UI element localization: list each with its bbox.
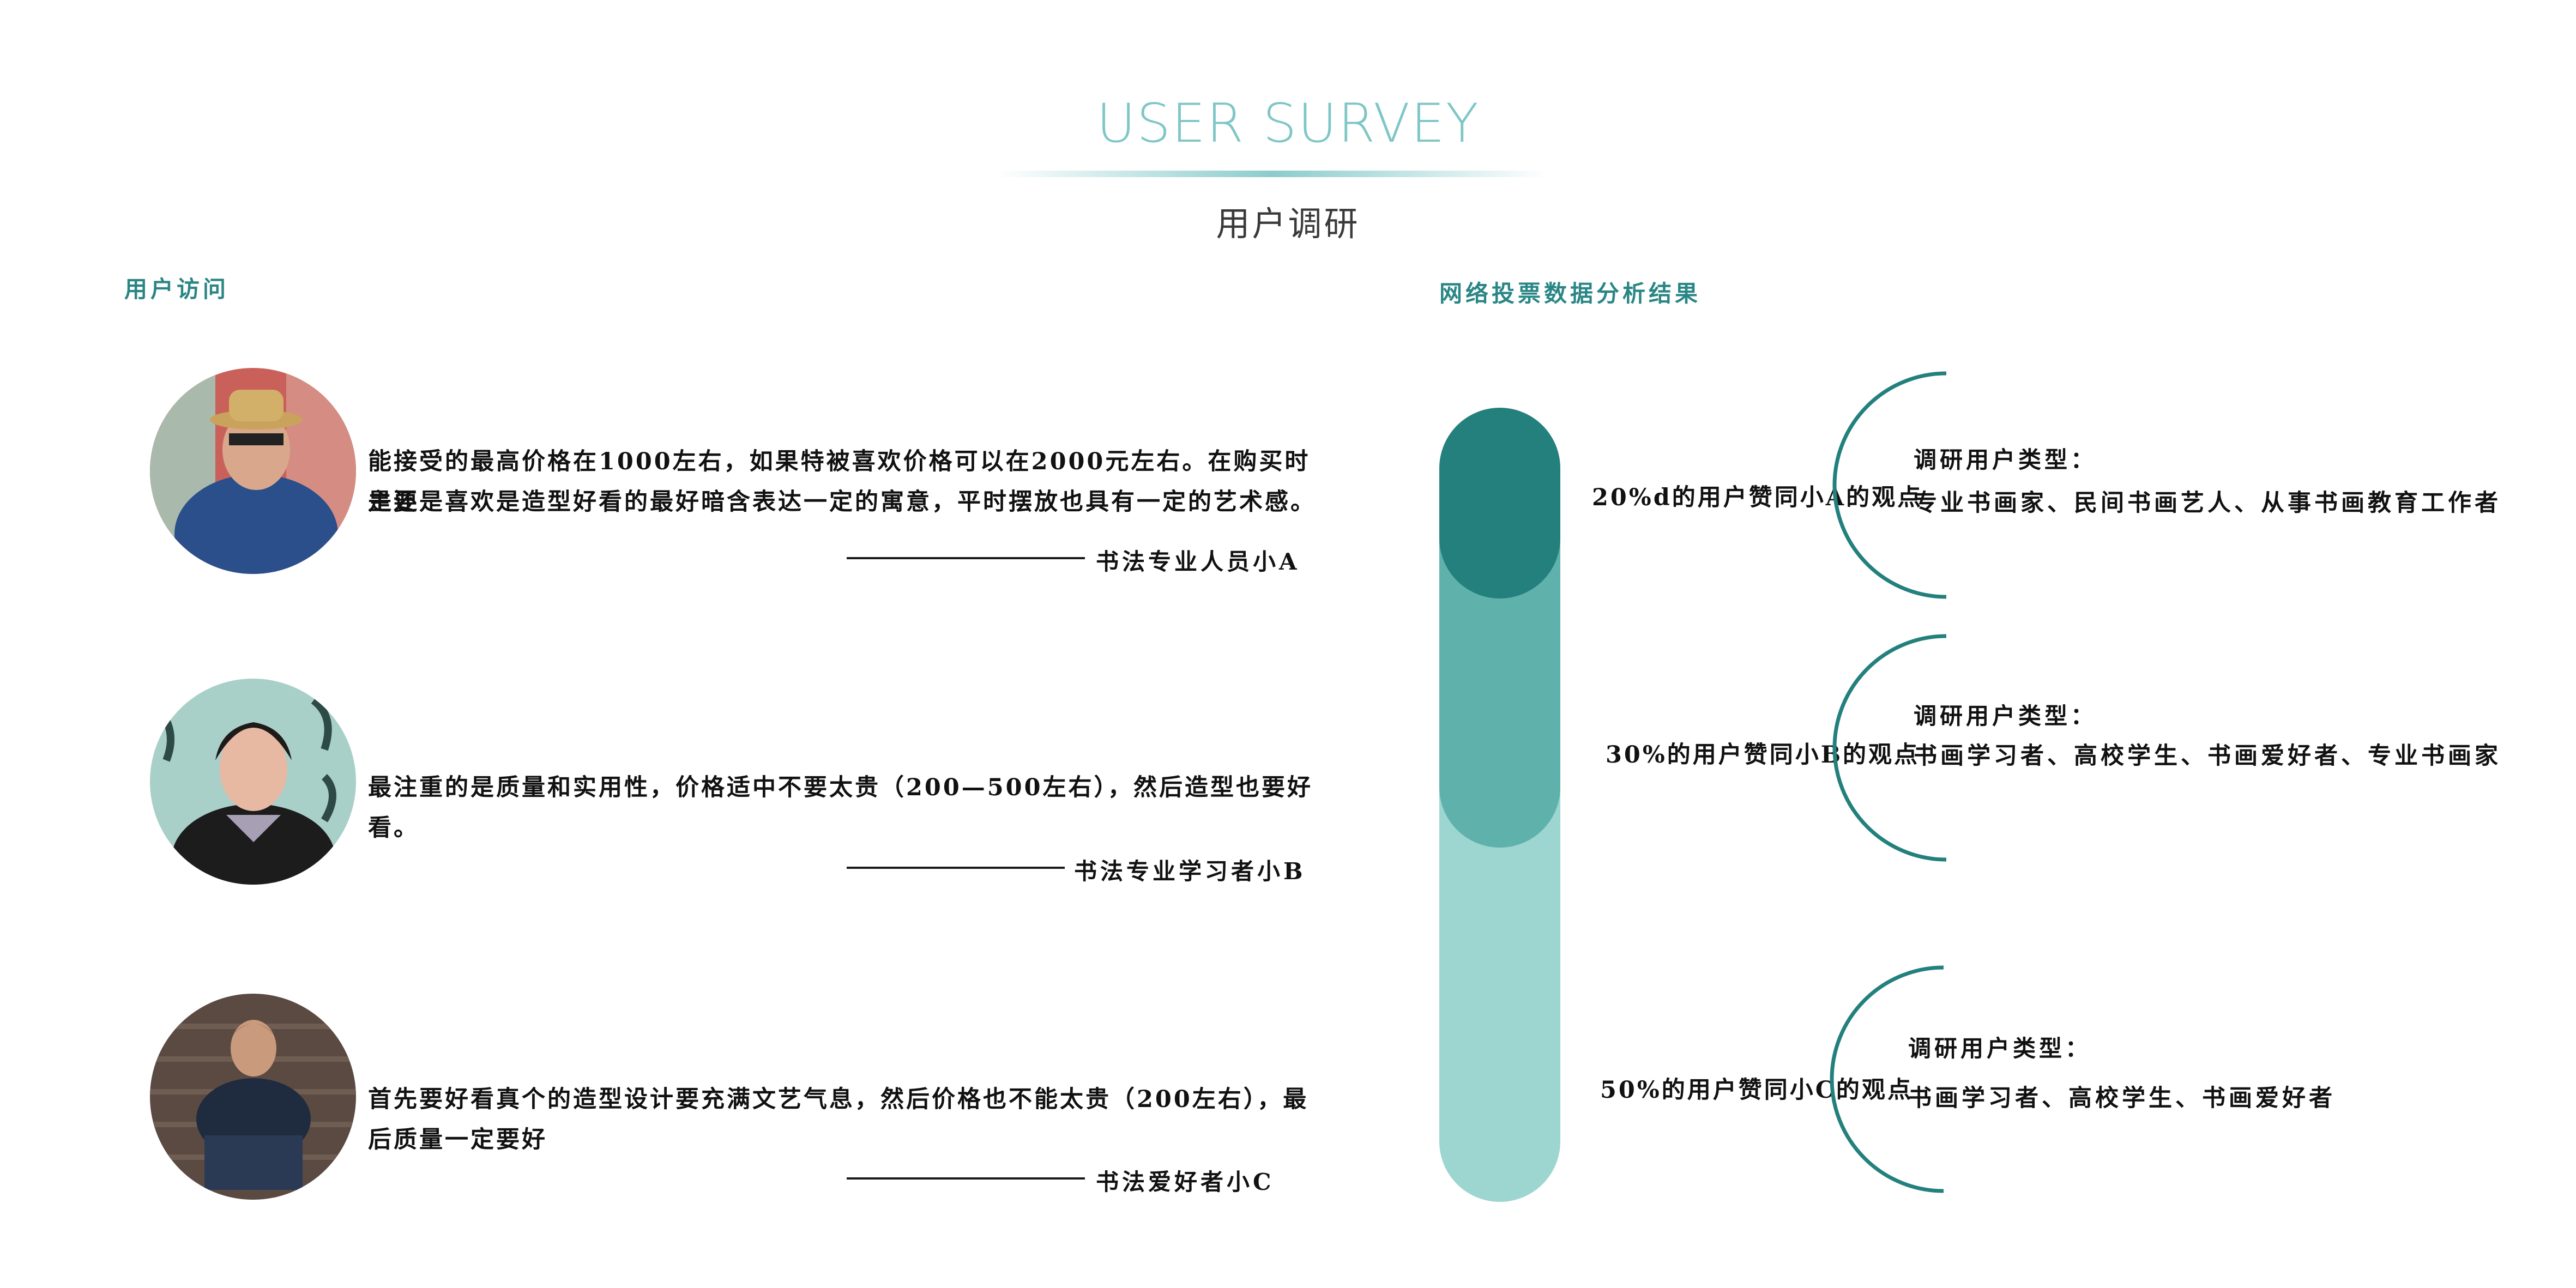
avatar-user-c — [150, 994, 356, 1200]
result-a-user-types: 专业书画家、民间书画艺人、从事书画教育工作者 — [1914, 489, 2501, 517]
interview-b-signature: 书法专业学习者小B — [1074, 858, 1306, 885]
result-c-type-title: 调研用户类型： — [1908, 1035, 2092, 1062]
result-c-bracket — [1830, 965, 1944, 1193]
interview-a-signature: 书法专业人员小A — [1096, 548, 1300, 575]
result-c-statement: 50%的用户赞同小C的观点 — [1600, 1077, 1913, 1104]
interview-a-quote-line1: 能接受的最高价格在1000左右，如果特被喜欢价格可以在2000元左右。在购买时主… — [368, 448, 1311, 516]
title-underline — [998, 171, 1548, 177]
signature-rule — [847, 557, 1085, 559]
page-title-english: USER SURVEY — [1096, 93, 1480, 155]
result-a-bracket — [1832, 371, 1947, 599]
signature-rule — [847, 867, 1065, 869]
vote-bar-segment-a — [1439, 408, 1560, 598]
avatar-user-a — [150, 368, 356, 574]
interview-b-quote-line1: 最注重的是质量和实用性，价格适中不要太贵（200—500左右），然后造型也要好看… — [368, 774, 1313, 842]
interview-c-quote-line1: 首先要好看真个的造型设计要充满文艺气息，然后价格也不能太贵（200左右），最 — [368, 1086, 1309, 1113]
result-b-user-types: 书画学习者、高校学生、书画爱好者、专业书画家 — [1914, 742, 2501, 770]
results-section-label: 网络投票数据分析结果 — [1439, 280, 1702, 307]
signature-rule — [847, 1177, 1085, 1180]
page-title-chinese: 用户调研 — [1216, 204, 1360, 244]
interviews-section-label: 用户访问 — [124, 276, 230, 303]
interview-a-quote-line2: 是还是喜欢是造型好看的最好暗含表达一定的寓意，平时摆放也具有一定的艺术感。 — [368, 488, 1316, 516]
result-b-statement: 30%的用户赞同小B的观点 — [1606, 741, 1920, 769]
result-a-statement: 20%d的用户赞同小A的观点 — [1592, 484, 1923, 511]
result-a-type-title: 调研用户类型： — [1914, 446, 2097, 473]
result-b-bracket — [1832, 634, 1947, 862]
avatar-user-b — [150, 679, 356, 885]
interview-c-quote-line2: 后质量一定要好 — [368, 1126, 547, 1153]
result-b-type-title: 调研用户类型： — [1914, 703, 2097, 729]
result-c-user-types: 书画学习者、高校学生、书画爱好者 — [1908, 1085, 2336, 1112]
interview-c-signature: 书法爱好者小C — [1096, 1169, 1275, 1195]
